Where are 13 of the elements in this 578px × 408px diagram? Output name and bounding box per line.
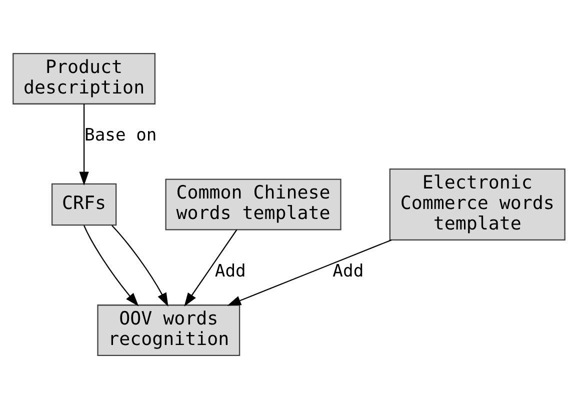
edge-label: Add <box>214 261 246 282</box>
arrow <box>79 103 89 186</box>
arrow <box>184 228 238 306</box>
edge-label: Add <box>332 261 364 282</box>
node-box: OOV words recognition <box>97 304 240 356</box>
arrow <box>227 239 392 306</box>
node-box: Common Chinese words template <box>165 178 342 230</box>
node-box: Electronic Commerce words template <box>389 168 566 240</box>
edge-label: Base on <box>84 124 157 145</box>
arrow <box>112 224 168 306</box>
node-box: Product description <box>12 52 156 104</box>
node-box: CRFs <box>51 182 117 226</box>
arrow <box>83 224 139 306</box>
